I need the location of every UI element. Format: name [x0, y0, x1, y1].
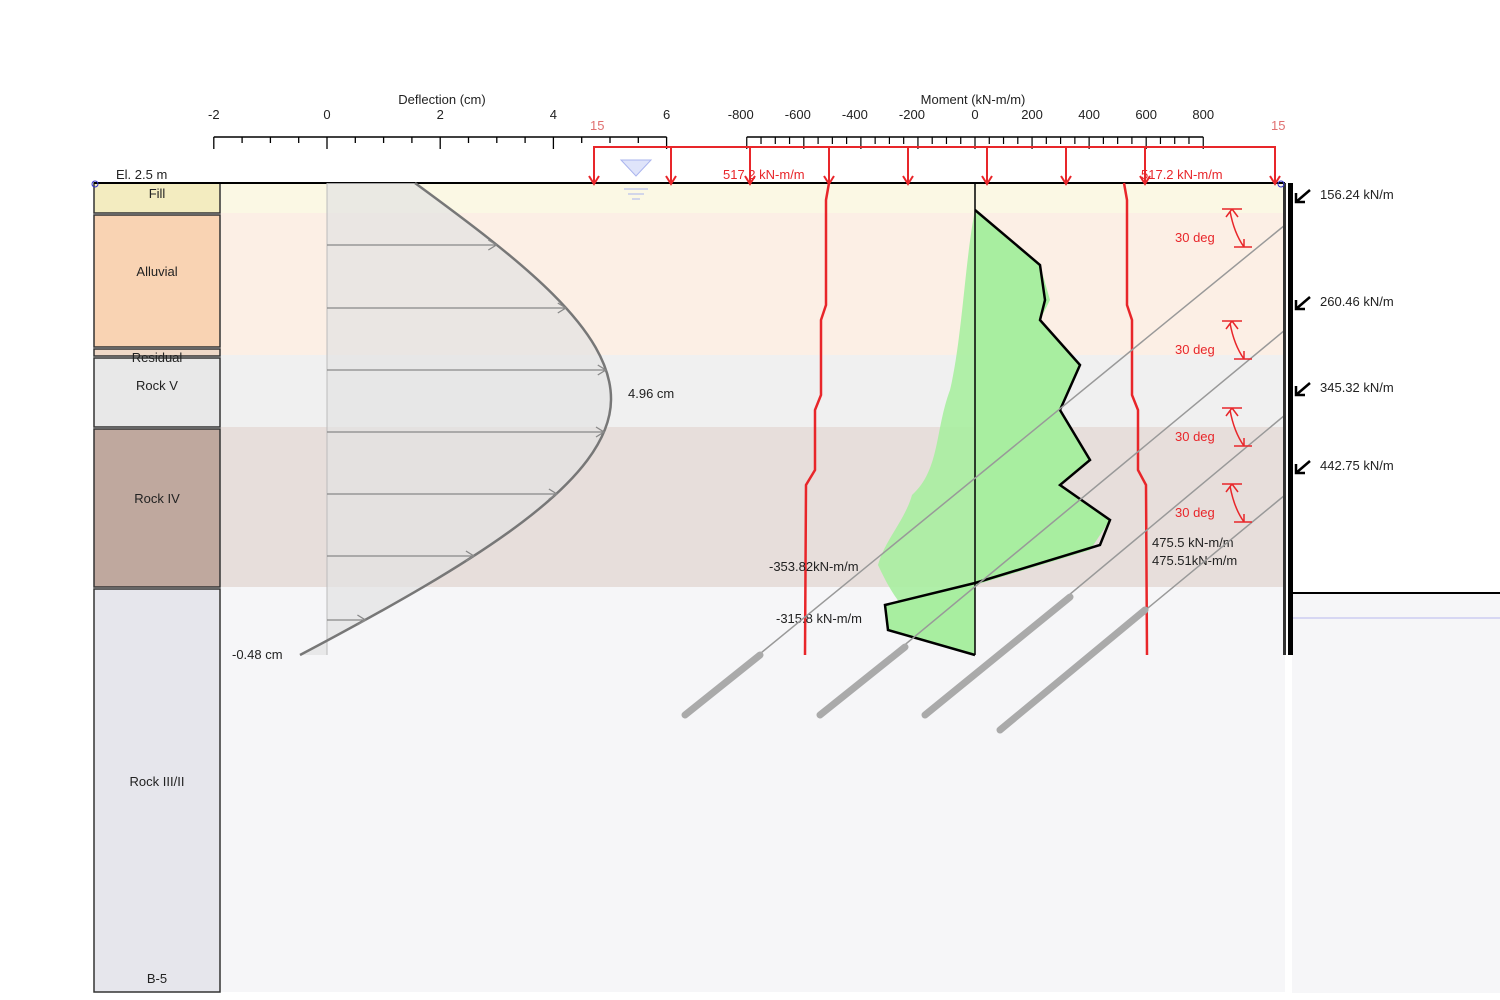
deflection-arrow — [327, 364, 608, 376]
surcharge-load — [588, 146, 1281, 186]
moment-curve — [883, 209, 1112, 657]
anchor-force-arrow — [1294, 296, 1311, 311]
anchor-force-arrow — [1294, 460, 1311, 475]
axis-tick-label: 200 — [1021, 107, 1043, 122]
moment-max-label-2: 475.51kN-m/m — [1152, 553, 1237, 568]
angle-marker-icon — [1222, 407, 1252, 447]
anchor-force-label: 442.75 kN/m — [1320, 458, 1394, 473]
load-arrowhead — [1139, 175, 1151, 186]
anchor-force-label: 156.24 kN/m — [1320, 187, 1394, 202]
axis-tick-label: 800 — [1192, 107, 1214, 122]
anchor-force-label: 260.46 kN/m — [1320, 294, 1394, 309]
anchor-force-label: 345.32 kN/m — [1320, 380, 1394, 395]
deflection-plot — [299, 181, 613, 657]
axis-tick-label: -2 — [208, 107, 220, 122]
moment-axis: -800 -600 -400 -200 0 200 400 600 800 — [728, 107, 1214, 149]
angle-marker-icon — [1222, 483, 1252, 523]
anchor-bond-zone — [816, 643, 909, 719]
elevation-label: El. 2.5 m — [116, 167, 167, 182]
load-arrowhead — [665, 175, 677, 186]
anchor-bond-zone — [921, 593, 1074, 719]
layer-fill — [93, 182, 221, 214]
anchor-angle-label: 30 deg — [1175, 505, 1215, 520]
water-table-icon — [619, 159, 653, 200]
surcharge-right-value: 15 — [1271, 118, 1285, 133]
axis-tick-label: -200 — [899, 107, 925, 122]
max-deflection-label: 4.96 cm — [628, 386, 674, 401]
axis-tick-label: 6 — [663, 107, 670, 122]
layer-label: Rock IV — [134, 491, 180, 506]
deflection-arrow — [327, 614, 367, 626]
layer-label: Fill — [149, 186, 166, 201]
anchor-angle-label: 30 deg — [1175, 342, 1215, 357]
deflection-curve — [299, 181, 613, 657]
layer-alluvial — [93, 214, 221, 348]
moment-min-label: -353.82kN-m/m — [769, 559, 859, 574]
moment-envelope-right — [1122, 182, 1149, 656]
anchor-bond-zone — [681, 651, 764, 719]
deflection-arrow — [327, 426, 606, 438]
moment-envelope-left — [803, 182, 831, 656]
node-marker — [91, 180, 99, 188]
anchor-angle-label: 30 deg — [1175, 429, 1215, 444]
layer-label: Rock III/II — [130, 774, 185, 789]
load-arrowhead — [902, 175, 914, 186]
surcharge-left-value: 15 — [590, 118, 604, 133]
deflection-arrow — [327, 550, 476, 562]
load-arrowhead — [744, 175, 756, 186]
load-arrowhead — [1269, 175, 1281, 186]
moment-diagram — [878, 183, 1112, 657]
soil-bands — [220, 183, 1500, 993]
layer-label: Residual — [132, 350, 183, 365]
axis-tick-label: -400 — [842, 107, 868, 122]
deflection-arrow — [327, 302, 568, 314]
deflection-axis-title: Deflection (cm) — [398, 92, 485, 107]
axis-tick-label: 4 — [550, 107, 557, 122]
axis-tick-label: 2 — [437, 107, 444, 122]
axis-tick-label: 0 — [323, 107, 330, 122]
moment-axis-title: Moment (kN-m/m) — [921, 92, 1026, 107]
layer-residual — [93, 348, 221, 357]
envelope-left-label: 517.2 kN-m/m — [723, 167, 805, 182]
layer-label: Alluvial — [136, 264, 177, 279]
angle-marker-icon — [1222, 320, 1252, 360]
layer-rock-v — [93, 357, 221, 428]
anchor-angle-label: 30 deg — [1175, 230, 1215, 245]
angle-marker-icon — [1222, 208, 1252, 248]
ground-anchors: 156.24 kN/m 30 deg 260.46 kN/m 30 deg 345.32… — [681, 187, 1394, 734]
envelope-right-label: 517.2 kN-m/m — [1141, 167, 1223, 182]
retaining-wall — [1277, 180, 1293, 655]
axis-tick-label: 0 — [971, 107, 978, 122]
axis-tick-label: -800 — [728, 107, 754, 122]
anchor-force-arrow — [1294, 189, 1311, 204]
borehole-label: B-5 — [147, 971, 167, 986]
layer-rock-iv — [93, 428, 221, 588]
layer-label: Rock V — [136, 378, 178, 393]
deflection-arrow — [327, 239, 498, 251]
axis-tick-label: -600 — [785, 107, 811, 122]
deflection-arrow — [327, 488, 559, 500]
anchor-bond-zone — [996, 606, 1149, 734]
load-arrowhead — [1060, 175, 1072, 186]
min-deflection-label: -0.48 cm — [232, 647, 283, 662]
moment-min-label-2: -315.8 kN-m/m — [776, 611, 862, 626]
axis-tick-label: 400 — [1078, 107, 1100, 122]
moment-max-label: 475.5 kN-m/m — [1152, 535, 1234, 550]
load-arrowhead — [588, 175, 600, 186]
anchor-tendon — [684, 224, 1286, 716]
anchor-force-arrow — [1294, 382, 1311, 397]
borehole-column — [93, 182, 221, 993]
axis-tick-label: 600 — [1135, 107, 1157, 122]
load-arrowhead — [981, 175, 993, 186]
layer-rock-iii-ii — [93, 588, 221, 993]
